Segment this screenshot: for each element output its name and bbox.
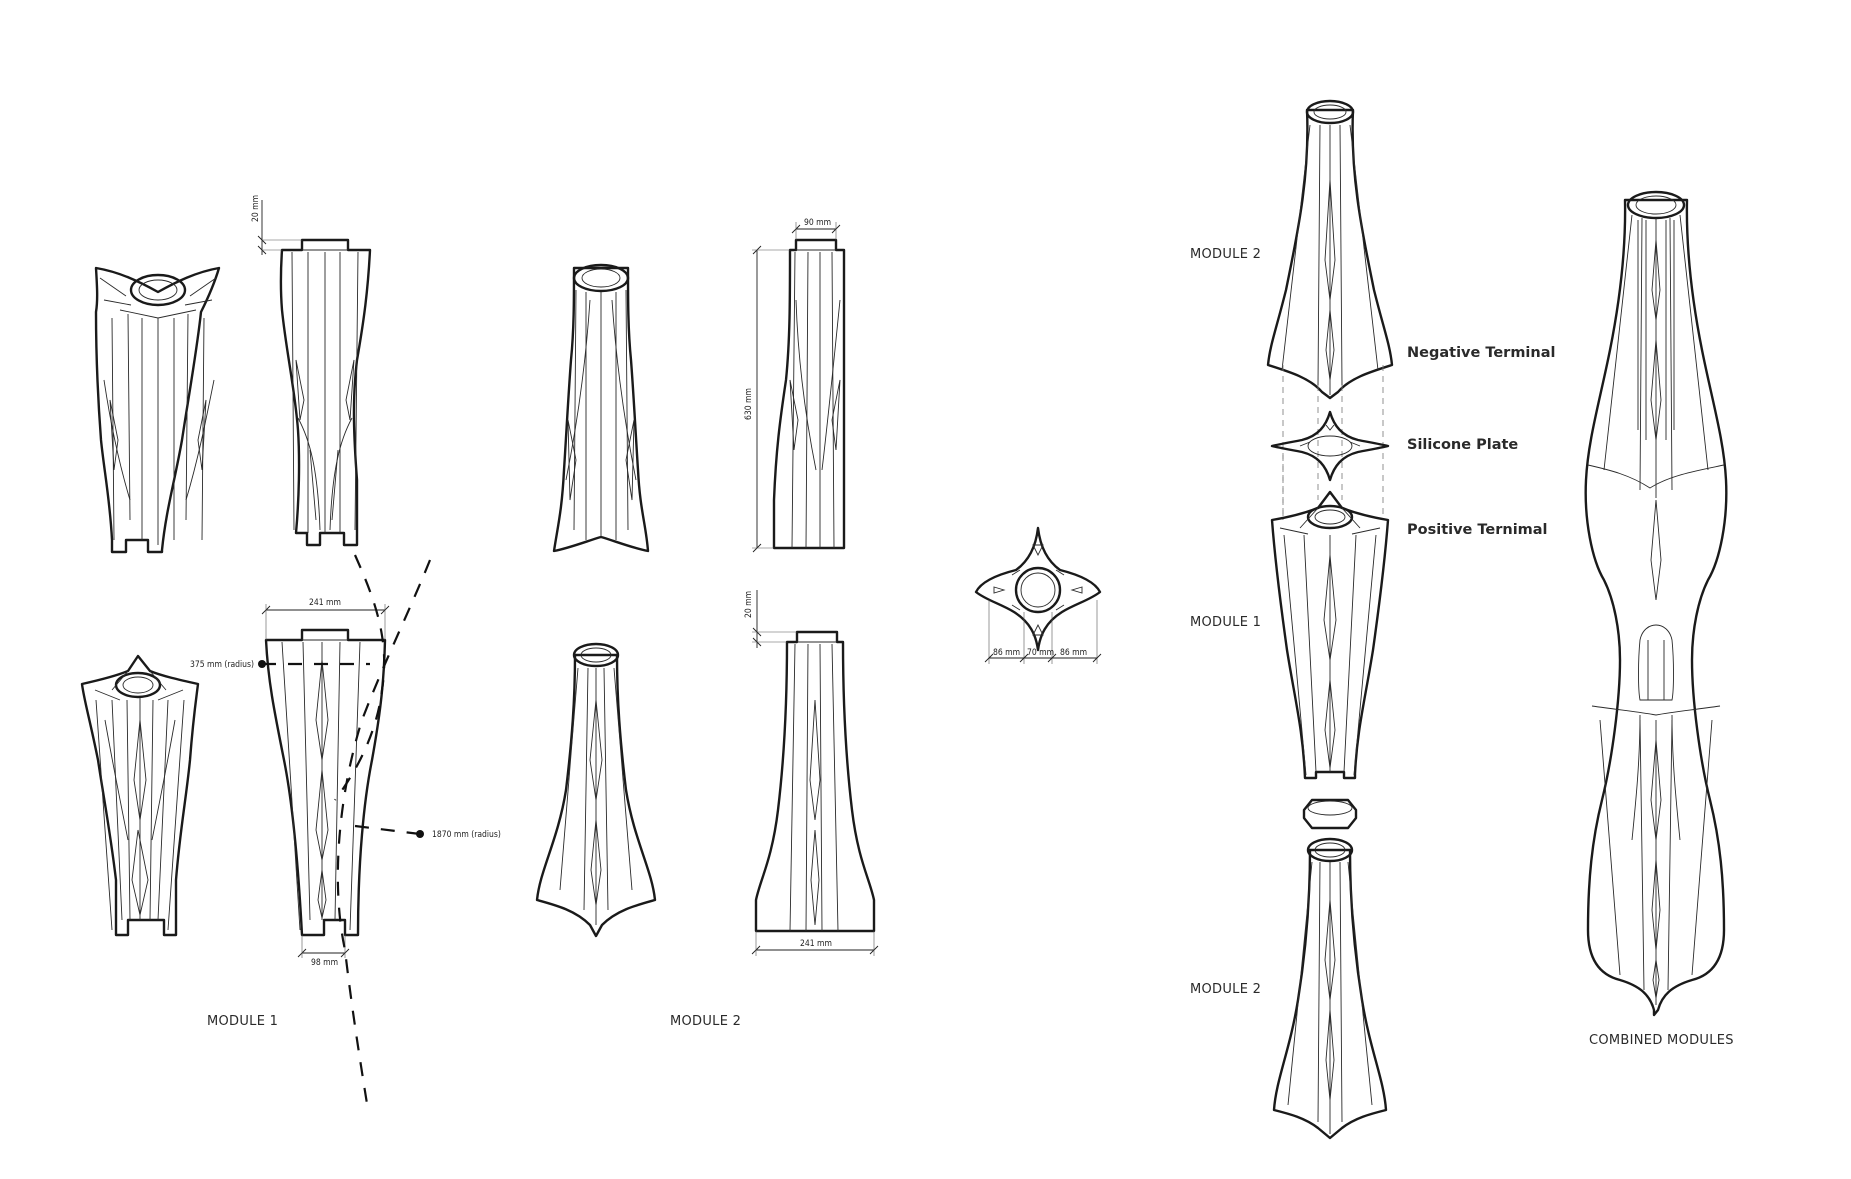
m1-base-width-label: 98 mm: [311, 958, 338, 968]
m1-top-width-label: 241 mm: [309, 598, 341, 608]
m1-cap-dimension: [257, 200, 302, 255]
module1-side-bottom: [264, 628, 387, 937]
module1-caption: MODULE 1: [207, 1014, 278, 1029]
stack-connector-ring: [1302, 798, 1358, 830]
negative-terminal-label: Negative Terminal: [1407, 345, 1555, 361]
positive-terminal-label: Positive Ternimal: [1407, 522, 1548, 538]
module2-iso-bottom: [535, 642, 657, 938]
silicone-plate-label: Silicone Plate: [1407, 437, 1518, 453]
plate-right-label: 86 mm: [1060, 648, 1087, 658]
m2-height-dimension: [752, 245, 790, 553]
m2-top-width-label: 90 mm: [804, 218, 831, 228]
plate-mid-label: 70 mm: [1027, 648, 1054, 658]
m2-cap-dimension: [752, 590, 797, 648]
silicone-plate-plan: [974, 526, 1102, 652]
m1-base-dimension: [297, 935, 350, 958]
combined-modules-caption: COMBINED MODULES: [1589, 1033, 1734, 1048]
plate-dimensions: [984, 600, 1102, 664]
module1-side-top: [279, 238, 372, 547]
stack-module1: [1270, 490, 1390, 780]
stack-module2-top-label: MODULE 2: [1190, 247, 1261, 262]
m2-base-dimension: [751, 931, 879, 956]
m1-radius-large-label: 1870 mm (radius): [432, 830, 501, 840]
module1-iso-top: [94, 266, 221, 554]
module2-side-top: [772, 238, 846, 550]
plate-left-label: 86 mm: [993, 648, 1020, 658]
m1-width-dimension: [261, 604, 390, 640]
m1-radius-arcs: [258, 554, 432, 1111]
stack-module1-label: MODULE 1: [1190, 615, 1261, 630]
stack-module2-bottom: [1272, 837, 1388, 1140]
module2-iso-top: [552, 263, 650, 553]
m1-radius-small-label: 375 mm (radius): [190, 660, 254, 670]
m2-height-label: 630 mm: [744, 388, 754, 420]
combined-modules: [1584, 190, 1728, 1017]
m2-base-width-label: 241 mm: [800, 939, 832, 949]
m2-top-dimension: [791, 222, 841, 240]
stack-module2-top: [1266, 99, 1394, 400]
m2-cap-height-label: 20 mm: [744, 591, 754, 618]
module2-caption: MODULE 2: [670, 1014, 741, 1029]
stack-module2-bottom-label: MODULE 2: [1190, 982, 1261, 997]
m1-cap-height-label: 20 mm: [251, 195, 261, 222]
stack-silicone-plate: [1270, 410, 1390, 482]
module1-iso-bottom: [80, 654, 200, 937]
module2-side-bottom: [754, 630, 876, 933]
